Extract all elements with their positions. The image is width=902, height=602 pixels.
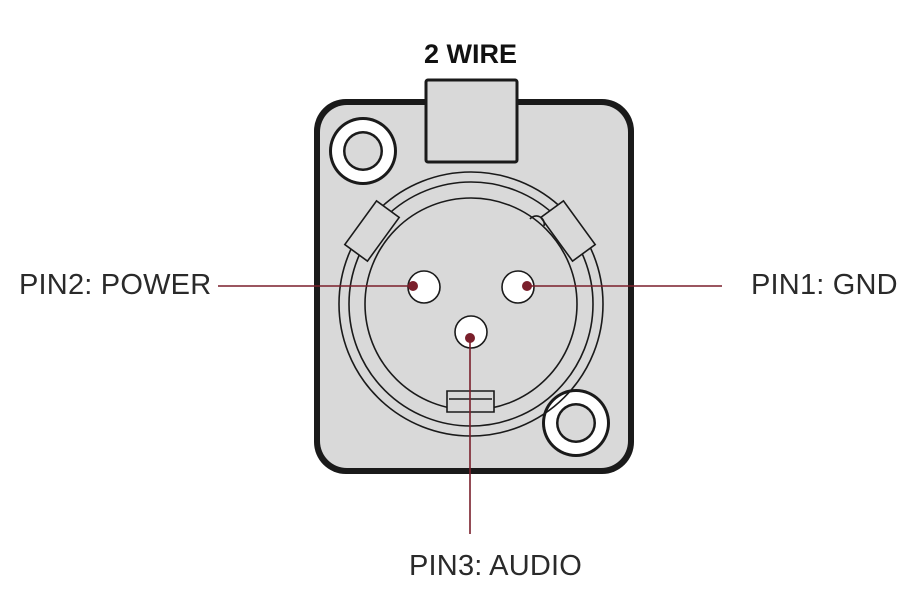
mounting-hole-top-left	[329, 117, 397, 185]
pin2-hole	[407, 270, 441, 304]
locking-tab-left	[343, 199, 401, 263]
pin3-hole	[454, 315, 488, 349]
pin1-label: PIN1: GND	[751, 269, 898, 301]
socket-outer-ring	[338, 171, 604, 437]
pin3-label: PIN3: AUDIO	[409, 550, 583, 582]
socket-ring	[348, 181, 594, 427]
pin3-leader-dot	[465, 333, 475, 343]
pin2-leader-dot	[408, 281, 418, 291]
locking-tab-right	[539, 199, 597, 263]
insert-key-mark	[529, 215, 546, 227]
pin1-leader-dot	[522, 281, 532, 291]
socket-insert	[364, 197, 578, 411]
diagram-title: 2 WIRE	[424, 39, 518, 69]
pin2-label: PIN2: POWER	[19, 269, 212, 301]
latch-tab-front	[424, 78, 519, 164]
mounting-hole-bottom-right	[542, 389, 610, 457]
pin1-hole	[501, 270, 535, 304]
